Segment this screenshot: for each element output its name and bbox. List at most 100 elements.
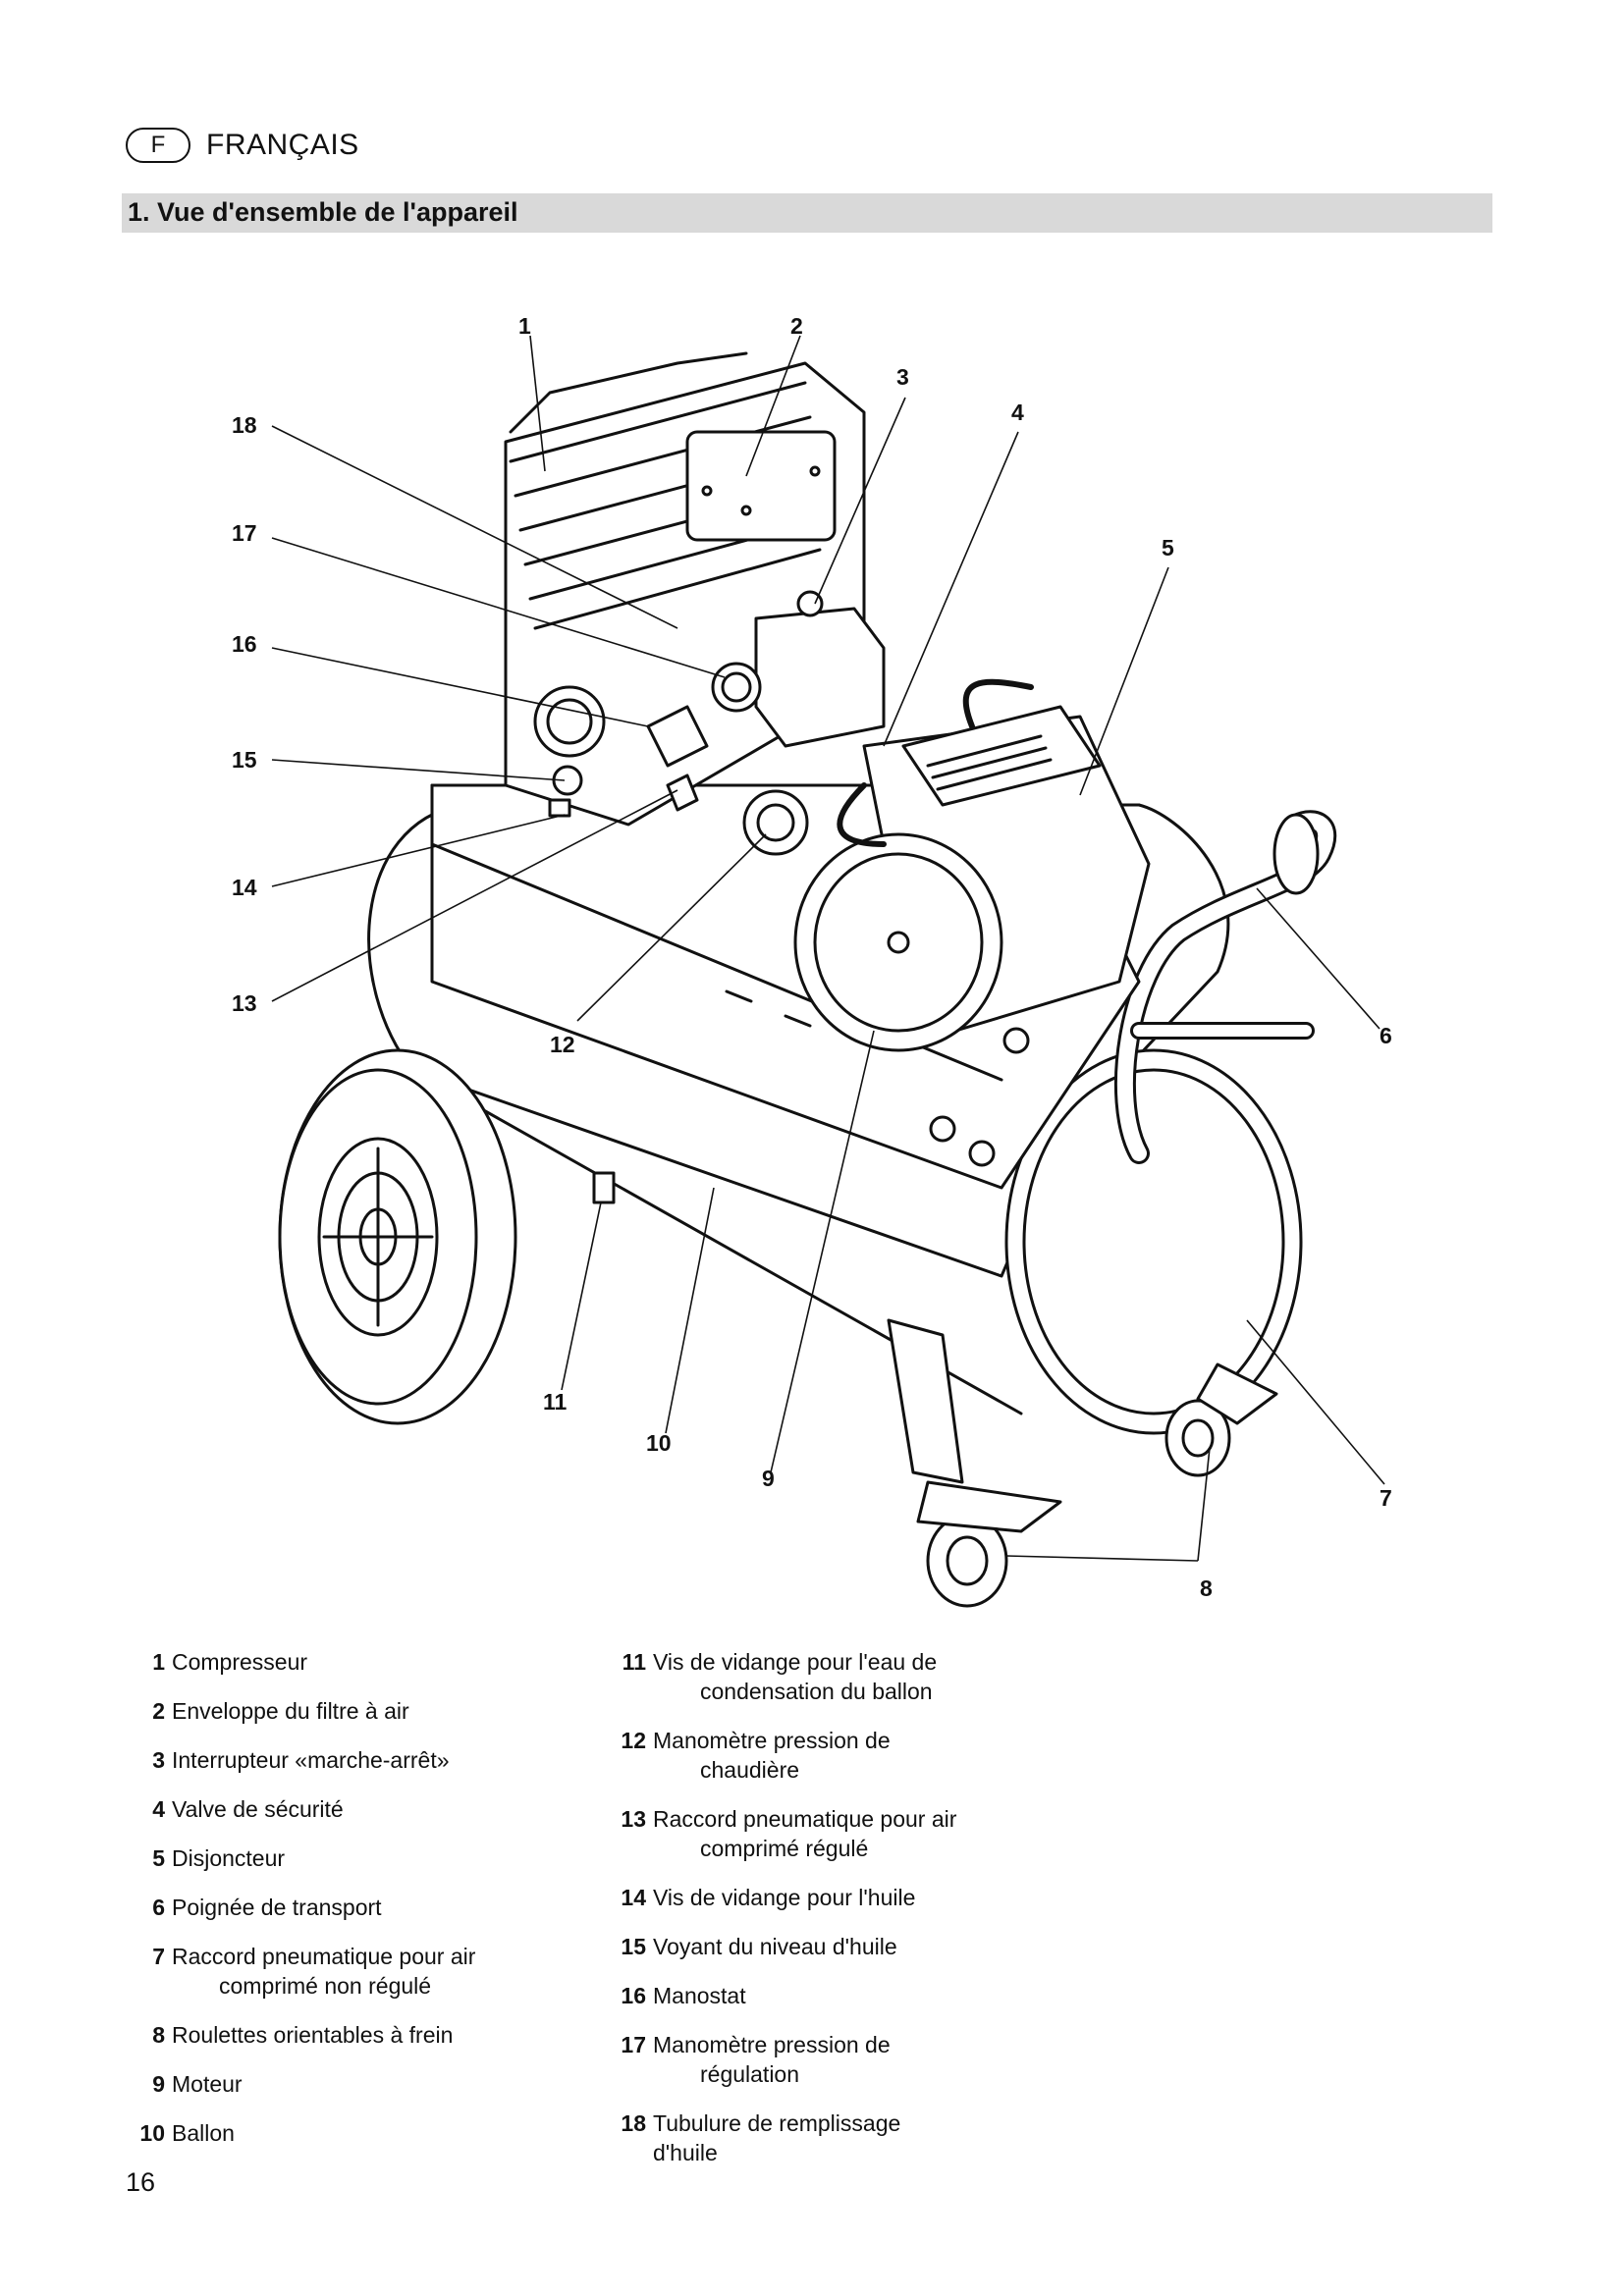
legend-number: 4 xyxy=(152,1796,165,1822)
motor-drawing xyxy=(793,678,1151,1052)
legend-number: 7 xyxy=(152,1944,165,1969)
legend-number: 9 xyxy=(152,2071,165,2097)
compressor-illustration: 1 2 3 4 5 6 7 8 9 10 11 12 13 14 15 16 1… xyxy=(232,313,1392,1608)
callout-13: 13 xyxy=(232,990,257,1016)
legend-number: 11 xyxy=(622,1649,646,1675)
legend-number: 16 xyxy=(621,1983,646,2008)
legend-item: 14 Vis de vidange pour l'huile xyxy=(613,1883,1163,1912)
legend-number: 1 xyxy=(152,1649,165,1675)
legend-item: 17 Manomètre pression de régulation xyxy=(613,2030,1163,2089)
legend-label: Ballon xyxy=(172,2120,235,2146)
legend-item: 3 Interrupteur «marche-arrêt» xyxy=(135,1745,626,1775)
legend-label: Manostat xyxy=(653,1983,746,2008)
legend-right-column: 11 Vis de vidange pour l'eau de condensati… xyxy=(613,1647,1163,2187)
legend-item: 15 Voyant du niveau d'huile xyxy=(613,1932,1163,1961)
legend-number: 5 xyxy=(152,1845,165,1871)
legend-label: Raccord pneumatique pour air comprimé non… xyxy=(172,1942,475,2001)
legend-item: 12 Manomètre pression de chaudière xyxy=(613,1726,1163,1785)
callout-8: 8 xyxy=(1200,1575,1213,1601)
legend-number: 13 xyxy=(621,1806,646,1832)
language-badge: F xyxy=(126,128,190,163)
legend-label-line2: condensation du ballon xyxy=(700,1679,933,1704)
legend-item: 18 Tubulure de remplissage d'huile xyxy=(613,2109,1163,2167)
legend-item: 9 Moteur xyxy=(135,2069,626,2099)
legend-label: Manomètre pression de régulation xyxy=(653,2030,891,2089)
legend-number: 2 xyxy=(152,1698,165,1724)
legend-number: 3 xyxy=(152,1747,165,1773)
callout-3: 3 xyxy=(896,364,909,390)
callout-1: 1 xyxy=(518,313,531,339)
callout-9: 9 xyxy=(762,1466,775,1491)
legend-number: 12 xyxy=(621,1728,646,1753)
wheel-drawing xyxy=(278,1048,517,1425)
callout-5: 5 xyxy=(1162,535,1174,561)
bolts-drawing xyxy=(725,989,1030,1167)
legend-label-line1: Manomètre pression de xyxy=(653,1728,891,1753)
callout-2: 2 xyxy=(790,313,803,339)
legend-label-line1: Vis de vidange pour l'eau de xyxy=(653,1649,938,1675)
language-indicator: F FRANÇAIS xyxy=(126,128,359,163)
legend-label: Voyant du niveau d'huile xyxy=(653,1934,897,1959)
legend-label-line2: comprimé régulé xyxy=(700,1836,869,1861)
legend-label: Moteur xyxy=(172,2071,243,2097)
legend-label: Vis de vidange pour l'huile xyxy=(653,1885,916,1910)
pressure-switch-drawing xyxy=(754,590,886,748)
legend-item: 7 Raccord pneumatique pour air comprimé no… xyxy=(135,1942,626,2001)
legend-label-line1: Raccord pneumatique pour air xyxy=(172,1944,476,1969)
legend-label: Roulettes orientables à frein xyxy=(172,2022,454,2048)
legend-item: 1 Compresseur xyxy=(135,1647,626,1677)
legend-number: 14 xyxy=(621,1885,646,1910)
legend-number: 17 xyxy=(621,2032,646,2057)
legend-label-line2: régulation xyxy=(700,2061,800,2087)
legend-label-line1: Raccord pneumatique pour air xyxy=(653,1806,957,1832)
legend-number: 10 xyxy=(139,2120,165,2146)
callout-12: 12 xyxy=(550,1032,575,1057)
legend-item: 11 Vis de vidange pour l'eau de condensati… xyxy=(613,1647,1163,1706)
legend-item: 8 Roulettes orientables à frein xyxy=(135,2020,626,2050)
section-title: 1. Vue d'ensemble de l'appareil xyxy=(128,197,518,227)
page-number: 16 xyxy=(126,2167,156,2197)
legend-item: 2 Enveloppe du filtre à air xyxy=(135,1696,626,1726)
legend-item: 16 Manostat xyxy=(613,1981,1163,2010)
leader-lines xyxy=(271,335,1385,1562)
legend-label: Compresseur xyxy=(172,1649,308,1675)
legend-label: Enveloppe du filtre à air xyxy=(172,1698,409,1724)
legend-number: 6 xyxy=(152,1895,165,1920)
callout-14: 14 xyxy=(232,875,257,900)
legend-label: Vis de vidange pour l'eau de condensation… xyxy=(653,1647,937,1706)
legend-label: Raccord pneumatique pour air comprimé rég… xyxy=(653,1804,956,1863)
legend-item: 10 Ballon xyxy=(135,2118,626,2148)
legend-item: 6 Poignée de transport xyxy=(135,1893,626,1922)
callout-10: 10 xyxy=(646,1430,672,1456)
legend-number: 8 xyxy=(152,2022,165,2048)
legend-label: Disjoncteur xyxy=(172,1845,286,1871)
callout-4: 4 xyxy=(1011,400,1024,425)
callout-16: 16 xyxy=(232,631,257,657)
callout-11: 11 xyxy=(543,1389,568,1415)
legend-number: 15 xyxy=(621,1934,646,1959)
legend-label-line2: chaudière xyxy=(700,1757,800,1783)
section-header-bar: 1. Vue d'ensemble de l'appareil xyxy=(122,193,1492,233)
handle-drawing xyxy=(1113,810,1337,1164)
callout-7: 7 xyxy=(1380,1485,1392,1511)
callout-18: 18 xyxy=(232,412,257,438)
legend-label-line1: Manomètre pression de xyxy=(653,2032,891,2057)
callout-15: 15 xyxy=(232,747,257,773)
caster-drawing xyxy=(887,1318,1278,1608)
legend-label: Interrupteur «marche-arrêt» xyxy=(172,1747,450,1773)
legend-label-line2: comprimé non régulé xyxy=(219,1973,432,1999)
legend-label: Tubulure de remplissage d'huile xyxy=(653,2110,901,2165)
callout-17: 17 xyxy=(232,520,257,546)
callout-labels: 1 2 3 4 5 6 7 8 9 10 11 12 13 14 15 16 1… xyxy=(232,313,1392,1601)
legend-item: 4 Valve de sécurité xyxy=(135,1794,626,1824)
callout-6: 6 xyxy=(1380,1023,1392,1048)
legend-label: Poignée de transport xyxy=(172,1895,382,1920)
legend-number: 18 xyxy=(621,2110,646,2136)
legend-item: 5 Disjoncteur xyxy=(135,1843,626,1873)
drain-screw-drawing xyxy=(592,1171,616,1204)
legend-item: 13 Raccord pneumatique pour air comprimé r… xyxy=(613,1804,1163,1863)
legend-label: Valve de sécurité xyxy=(172,1796,344,1822)
language-name: FRANÇAIS xyxy=(206,129,359,161)
legend-label: Manomètre pression de chaudière xyxy=(653,1726,891,1785)
